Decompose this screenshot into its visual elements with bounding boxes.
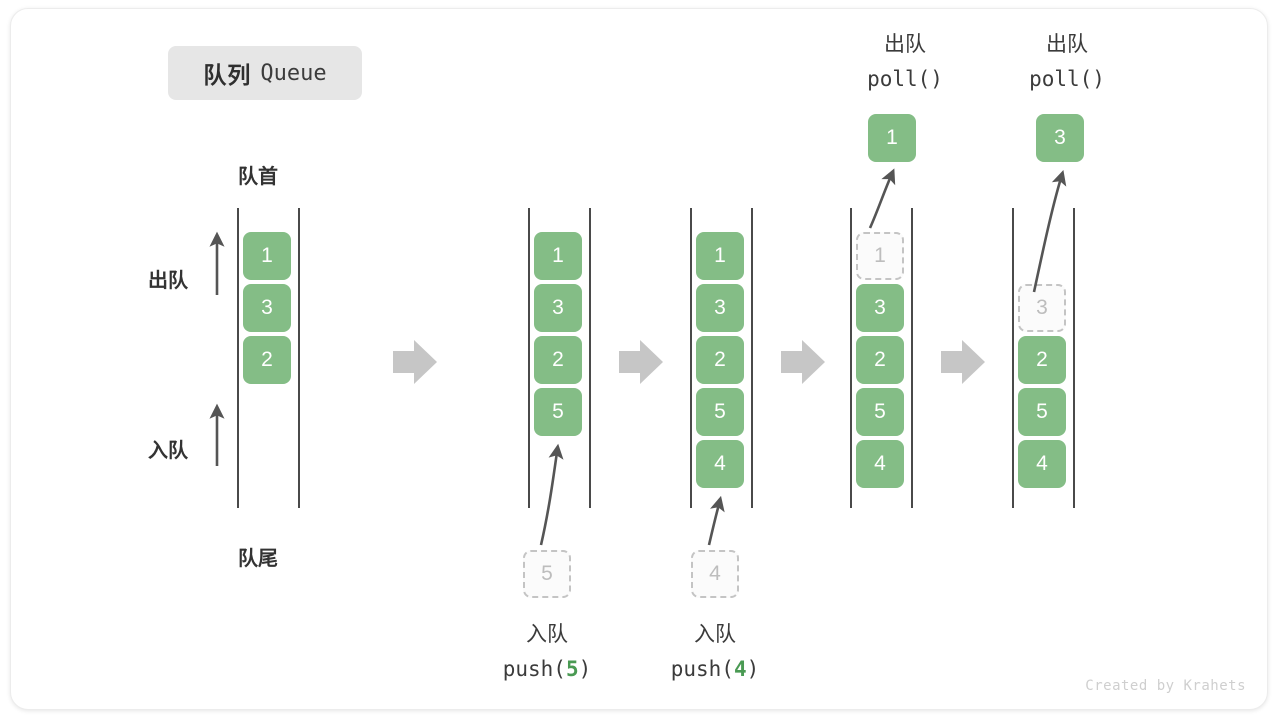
- queue-element: 3: [856, 284, 904, 332]
- queue-element: 1: [534, 232, 582, 280]
- queue-element: 2: [696, 336, 744, 384]
- queue-rail-right-5: [1073, 208, 1075, 508]
- operation-poll-1-code: poll(): [867, 67, 943, 91]
- queue-element: 4: [1018, 440, 1066, 488]
- operation-poll-2-code: poll(): [1029, 67, 1105, 91]
- queue-element: 5: [696, 388, 744, 436]
- operation-push-5-cn: 入队: [526, 623, 568, 646]
- diagram-card: [10, 8, 1268, 710]
- queue-rail-left-4: [850, 208, 852, 508]
- queue-element: 2: [856, 336, 904, 384]
- operation-push-4-cn: 入队: [694, 623, 736, 646]
- operation-poll-2: 出队 poll(): [972, 28, 1162, 96]
- operation-push-4: 入队 push(4): [620, 618, 810, 686]
- queue-rail-left-3: [690, 208, 692, 508]
- diagram-title-badge: 队列 Queue: [168, 46, 362, 100]
- queue-rail-left-5: [1012, 208, 1014, 508]
- queue-element: 5: [1018, 388, 1066, 436]
- pending-push-element: 5: [523, 550, 571, 598]
- title-english: Queue: [260, 60, 327, 86]
- queue-element: 2: [1018, 336, 1066, 384]
- queue-element: 2: [243, 336, 291, 384]
- queue-element: 1: [696, 232, 744, 280]
- label-enqueue-direction: 入队: [148, 440, 188, 462]
- operation-push-4-code: push(4): [670, 657, 760, 681]
- queue-element: 3: [534, 284, 582, 332]
- queue-rail-right-3: [751, 208, 753, 508]
- queue-element-new: 4: [696, 440, 744, 488]
- title-chinese: 队列: [203, 62, 252, 88]
- queue-element: 1: [243, 232, 291, 280]
- label-queue-front: 队首: [238, 166, 278, 188]
- operation-push-5: 入队 push(5): [452, 618, 642, 686]
- pending-push-element: 4: [691, 550, 739, 598]
- queue-rail-left-1: [237, 208, 239, 508]
- queue-element: 3: [243, 284, 291, 332]
- queue-element: 4: [856, 440, 904, 488]
- queue-element: 3: [696, 284, 744, 332]
- queue-element: 5: [856, 388, 904, 436]
- label-queue-rear: 队尾: [238, 548, 278, 570]
- queue-rail-left-2: [528, 208, 530, 508]
- operation-poll-1: 出队 poll(): [810, 28, 1000, 96]
- operation-poll-1-cn: 出队: [884, 33, 926, 56]
- queue-element-new: 5: [534, 388, 582, 436]
- watermark: Created by Krahets: [1085, 678, 1246, 694]
- queue-rail-right-4: [911, 208, 913, 508]
- polled-element: 3: [1036, 114, 1084, 162]
- label-dequeue-direction: 出队: [148, 270, 188, 292]
- polled-element: 1: [868, 114, 916, 162]
- operation-push-5-code: push(5): [502, 657, 592, 681]
- removed-element: 3: [1018, 284, 1066, 332]
- removed-element: 1: [856, 232, 904, 280]
- queue-rail-right-2: [589, 208, 591, 508]
- queue-rail-right-1: [298, 208, 300, 508]
- queue-element: 2: [534, 336, 582, 384]
- operation-poll-2-cn: 出队: [1046, 33, 1088, 56]
